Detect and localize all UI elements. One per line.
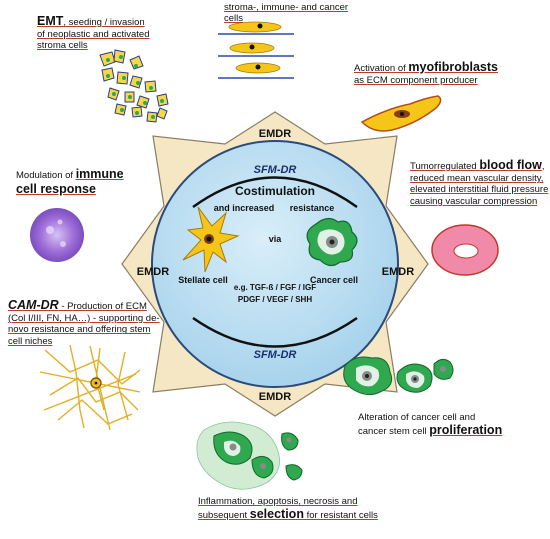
via-label: via (269, 234, 283, 244)
proliferation-keyword: proliferation (429, 423, 503, 438)
emt-label: EMT, seeding / invasion of neoplastic an… (37, 14, 187, 52)
growth-factors-line2: PDGF / VEGF / SHH (238, 295, 312, 304)
emt-keyword: EMT (37, 14, 64, 28)
blood-flow-label: Tumorregulated blood flow, reduced mean … (410, 158, 550, 207)
tumor-text-2: reduced mean vascular density, (410, 173, 544, 184)
blood-flow-keyword: blood flow (479, 158, 542, 172)
tumor-text-4: causing vascular compression (410, 195, 538, 207)
ecm-network-icon (39, 344, 141, 431)
blood-vessel-icon (431, 224, 499, 276)
tumor-text-1: Tumorregulated (410, 161, 480, 172)
infl-text-2: subsequent (198, 510, 250, 522)
selection-label: Inflammation, apoptosis, necrosis and su… (198, 496, 413, 522)
stellate-cell-label: Stellate cell (178, 275, 228, 285)
prolif-text-2: cancer stem cell (358, 426, 430, 438)
stroma-text-1: stroma-, immune- and cancer (224, 2, 349, 13)
cam-text-4: cell niches (8, 335, 53, 347)
proliferating-cancer-cells-icon (343, 356, 454, 396)
cam-text-3: novo resistance and offering stem (8, 324, 151, 336)
proliferation-label: Alteration of cancer cell and cancer ste… (358, 412, 543, 438)
costimulation-label: Costimulation (235, 184, 315, 198)
stroma-text-2: cells (224, 13, 244, 25)
growth-factors-line1: e.g. TGF-ß / FGF / IGF (234, 283, 316, 292)
central-circle (151, 140, 399, 388)
stroma-label: stroma-, immune- and cancer cells (224, 2, 374, 25)
infl-text-1: Inflammation, apoptosis, necrosis and (198, 496, 358, 507)
immune-keyword-1: immune (75, 167, 124, 181)
cancer-cell-label: Cancer cell (310, 275, 358, 285)
cancer-cell-icon (306, 217, 358, 267)
myofibroblast-label: Activation of myofibroblasts as ECM comp… (354, 60, 544, 86)
emdr-top-label: EMDR (259, 128, 291, 140)
myo-text-2: as ECM component producer (354, 75, 478, 86)
cam-text-1: - Production of ECM (58, 301, 147, 312)
resistance-label: resistance (290, 203, 335, 213)
tumor-text-3: elevated interstitial fluid pressure (410, 184, 549, 196)
emt-cells-icon (99, 49, 169, 123)
immune-text-1: Modulation of (16, 170, 76, 181)
myofibroblast-icon (360, 95, 442, 132)
emt-text-3: stroma cells (37, 40, 88, 52)
emt-text-1: , seeding / invasion (63, 17, 145, 28)
sfm-dr-bottom-label: SFM-DR (254, 349, 297, 361)
immune-label: Modulation of immune cell response (16, 167, 146, 197)
cam-dr-label: CAM-DR - Production of ECM (Col I/III, F… (8, 298, 163, 347)
sfm-dr-top-label: SFM-DR (254, 164, 297, 176)
upper-arc (192, 176, 358, 209)
infl-text-3: for resistant cells (303, 510, 378, 522)
emdr-right-label: EMDR (382, 266, 414, 278)
stellate-cell-icon (182, 206, 240, 273)
stroma-cells-icon (218, 21, 294, 79)
immune-cell-icon (30, 208, 84, 262)
prolif-text-1: Alteration of cancer cell and (358, 412, 476, 423)
lower-arc (192, 316, 358, 348)
emdr-left-label: EMDR (137, 266, 169, 278)
cam-dr-keyword: CAM-DR (8, 298, 59, 312)
myo-text-1: Activation of (354, 63, 409, 74)
selection-keyword: selection (249, 507, 304, 522)
emt-text-2: of neoplastic and activated (37, 29, 150, 40)
myo-keyword: myofibroblasts (408, 60, 498, 74)
tumor-comma: , (541, 161, 545, 172)
and-increased-label: and increased (214, 203, 275, 213)
cam-text-2: (Col I/III, FN, HA…) - supporting de- (8, 313, 160, 324)
emdr-bottom-label: EMDR (259, 391, 291, 403)
selection-cluster-icon (196, 421, 303, 490)
immune-keyword-2: cell response (16, 182, 96, 196)
